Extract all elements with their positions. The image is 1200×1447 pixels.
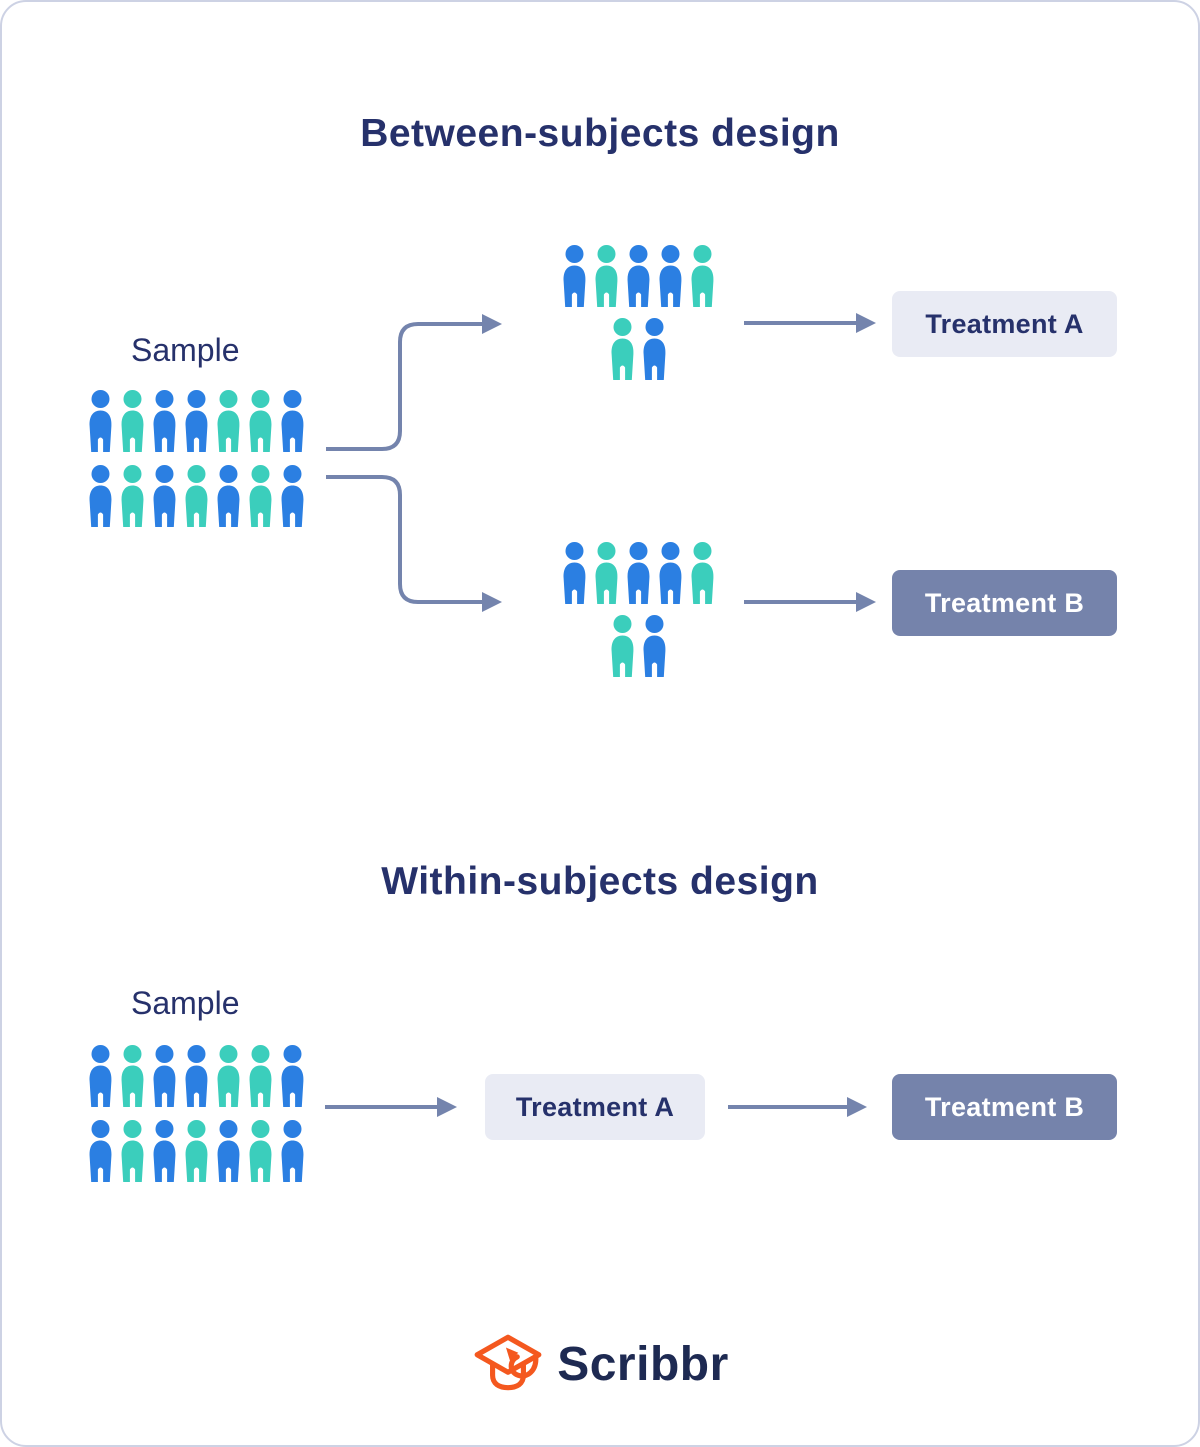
person-icon: [185, 1120, 208, 1182]
person-icon: [611, 615, 633, 677]
person-icon: [249, 1045, 272, 1107]
person-icon: [217, 1120, 240, 1182]
person-icon: [281, 1120, 304, 1182]
person-icon: [185, 465, 208, 527]
person-icon: [89, 465, 112, 527]
brand-logo: Scribbr: [2, 1327, 1198, 1401]
person-icon: [659, 245, 681, 307]
person-icon: [627, 245, 649, 307]
person-icon: [281, 1045, 304, 1107]
people-row: [558, 245, 718, 307]
person-icon: [153, 465, 176, 527]
brand-name: Scribbr: [557, 1337, 729, 1391]
person-icon: [121, 1120, 144, 1182]
person-icon: [643, 318, 665, 380]
group-a-people: [558, 245, 718, 380]
person-icon: [627, 542, 649, 604]
between-sample-label: Sample: [131, 332, 240, 368]
fork-arrows: [326, 314, 502, 612]
person-icon: [153, 1120, 176, 1182]
group-b-people: [558, 542, 718, 677]
between-sample-people: [87, 390, 306, 527]
person-icon: [185, 1045, 208, 1107]
person-icon: [281, 390, 304, 452]
person-icon: [691, 542, 713, 604]
person-icon: [153, 390, 176, 452]
person-icon: [121, 390, 144, 452]
people-row: [558, 318, 718, 380]
between-subjects-title: Between-subjects design: [360, 112, 840, 155]
person-icon: [121, 465, 144, 527]
person-icon: [281, 465, 304, 527]
person-icon: [121, 1045, 144, 1107]
arrow-group-b-to-treatment-b: [744, 592, 876, 612]
people-row: [87, 465, 306, 527]
people-row: [558, 615, 718, 677]
arrow-group-a-to-treatment-a: [744, 313, 876, 333]
person-icon: [89, 1045, 112, 1107]
person-icon: [595, 245, 617, 307]
people-row: [87, 390, 306, 452]
within-treatment-b-box: Treatment B: [892, 1074, 1117, 1140]
person-icon: [89, 1120, 112, 1182]
people-row: [558, 542, 718, 604]
person-icon: [153, 1045, 176, 1107]
person-icon: [595, 542, 617, 604]
person-icon: [563, 542, 585, 604]
person-icon: [185, 390, 208, 452]
graduation-cap-icon: [474, 1334, 542, 1391]
person-icon: [249, 1120, 272, 1182]
person-icon: [217, 465, 240, 527]
arrow-sample-to-treatment-a: [325, 1097, 457, 1117]
between-treatment-b-box: Treatment B: [892, 570, 1117, 636]
person-icon: [563, 245, 585, 307]
person-icon: [643, 615, 665, 677]
person-icon: [89, 390, 112, 452]
people-row: [87, 1120, 306, 1182]
person-icon: [249, 390, 272, 452]
person-icon: [611, 318, 633, 380]
people-row: [87, 1045, 306, 1107]
person-icon: [217, 390, 240, 452]
person-icon: [691, 245, 713, 307]
within-sample-label: Sample: [131, 985, 240, 1021]
between-treatment-a-box: Treatment A: [892, 291, 1117, 357]
person-icon: [659, 542, 681, 604]
person-icon: [217, 1045, 240, 1107]
arrow-treatment-a-to-treatment-b: [728, 1097, 867, 1117]
person-icon: [249, 465, 272, 527]
within-sample-people: [87, 1045, 306, 1182]
within-subjects-title: Within-subjects design: [381, 860, 819, 903]
within-treatment-a-box: Treatment A: [485, 1074, 705, 1140]
